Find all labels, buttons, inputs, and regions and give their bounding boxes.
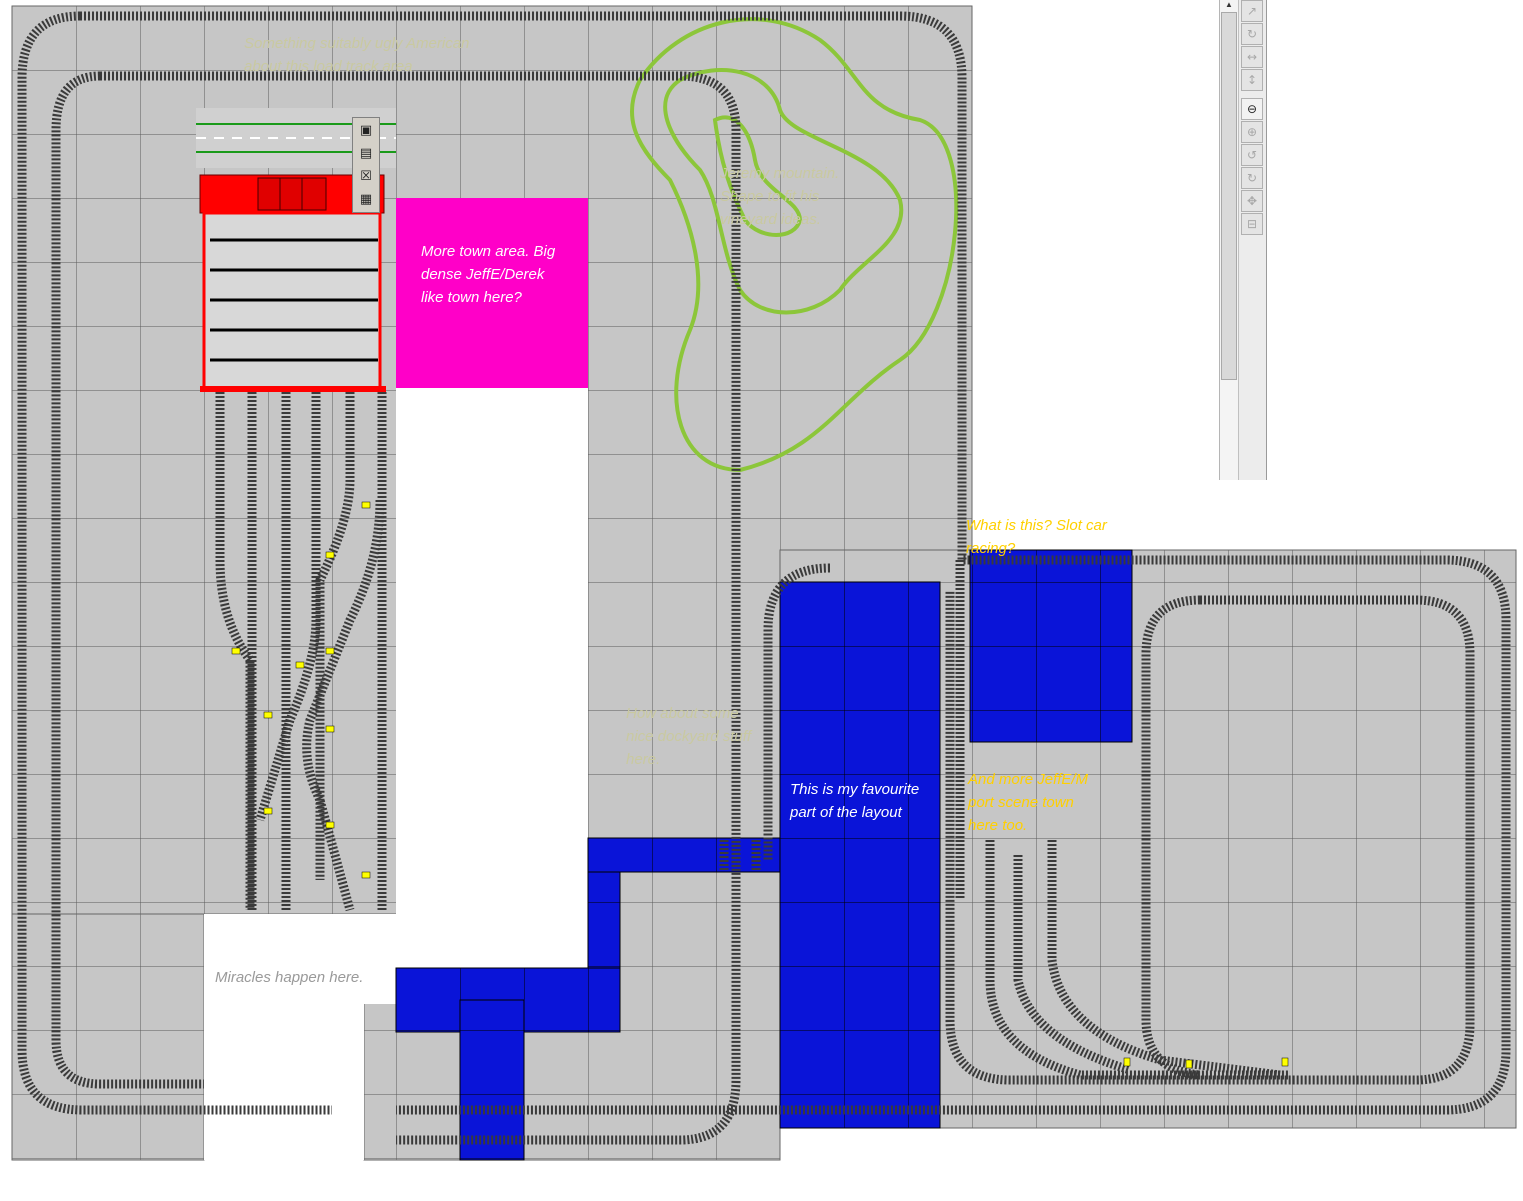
note-american-track[interactable]: Something suitably ugly American about t… — [244, 35, 470, 75]
select-arrow-icon[interactable]: ↗ — [1241, 0, 1263, 22]
note-town[interactable]: More town area. Big dense JeffE/Derek li… — [421, 243, 556, 306]
zoom-scrollbar[interactable]: ▲ — [1220, 0, 1239, 480]
yard-tracks — [215, 392, 965, 912]
note-dockyard[interactable]: How about some nice dockyard stuff here. — [626, 705, 752, 768]
note-slot-car[interactable]: What is this? Slot car racing? — [966, 517, 1107, 557]
scroll-thumb[interactable] — [1221, 12, 1237, 380]
yard-signals — [231, 501, 1289, 1069]
zoom-fit-icon[interactable]: ⊟ — [1241, 213, 1263, 235]
note-miracles[interactable]: Miracles happen here. — [215, 969, 364, 986]
object-toolbar: ▣ ▤ ☒ ▦ — [352, 117, 380, 213]
note-favourite[interactable]: This is my favourite part of the layout — [790, 781, 920, 821]
layers-icon[interactable]: ▤ — [359, 145, 373, 161]
note-mountain[interactable]: Jeremy mountain. Shape to fit his vineya… — [720, 165, 840, 228]
rotate-icon[interactable]: ↻ — [1241, 23, 1263, 45]
flip-horizontal-icon[interactable]: ↔ — [1241, 46, 1263, 68]
delete-icon[interactable]: ☒ — [360, 168, 372, 184]
move-icon[interactable]: ✥ — [1241, 190, 1263, 212]
station-building[interactable] — [199, 174, 386, 392]
track-loops — [17, 11, 1511, 1145]
zoom-out-icon[interactable]: ⊖ — [1241, 98, 1263, 120]
water-areas — [395, 549, 1133, 1161]
notes-icon[interactable]: ▦ — [359, 191, 373, 207]
rotate-right-icon[interactable]: ↻ — [1241, 167, 1263, 189]
mountain-contours[interactable] — [630, 17, 959, 473]
zoom-tool-panel: ▲ ↗ ↻ ↔ ↕ ⊖ ⊕ ↺ ↻ ✥ ⊟ — [1219, 0, 1267, 480]
town-area[interactable] — [396, 198, 588, 388]
note-port-scene[interactable]: And more JeffE/M port scene town here to… — [968, 771, 1089, 834]
properties-icon[interactable]: ▣ — [359, 122, 373, 138]
flip-vertical-icon[interactable]: ↕ — [1241, 69, 1263, 91]
zoom-in-icon[interactable]: ⊕ — [1241, 121, 1263, 143]
rotate-left-icon[interactable]: ↺ — [1241, 144, 1263, 166]
scroll-up-icon[interactable]: ▲ — [1225, 0, 1233, 9]
